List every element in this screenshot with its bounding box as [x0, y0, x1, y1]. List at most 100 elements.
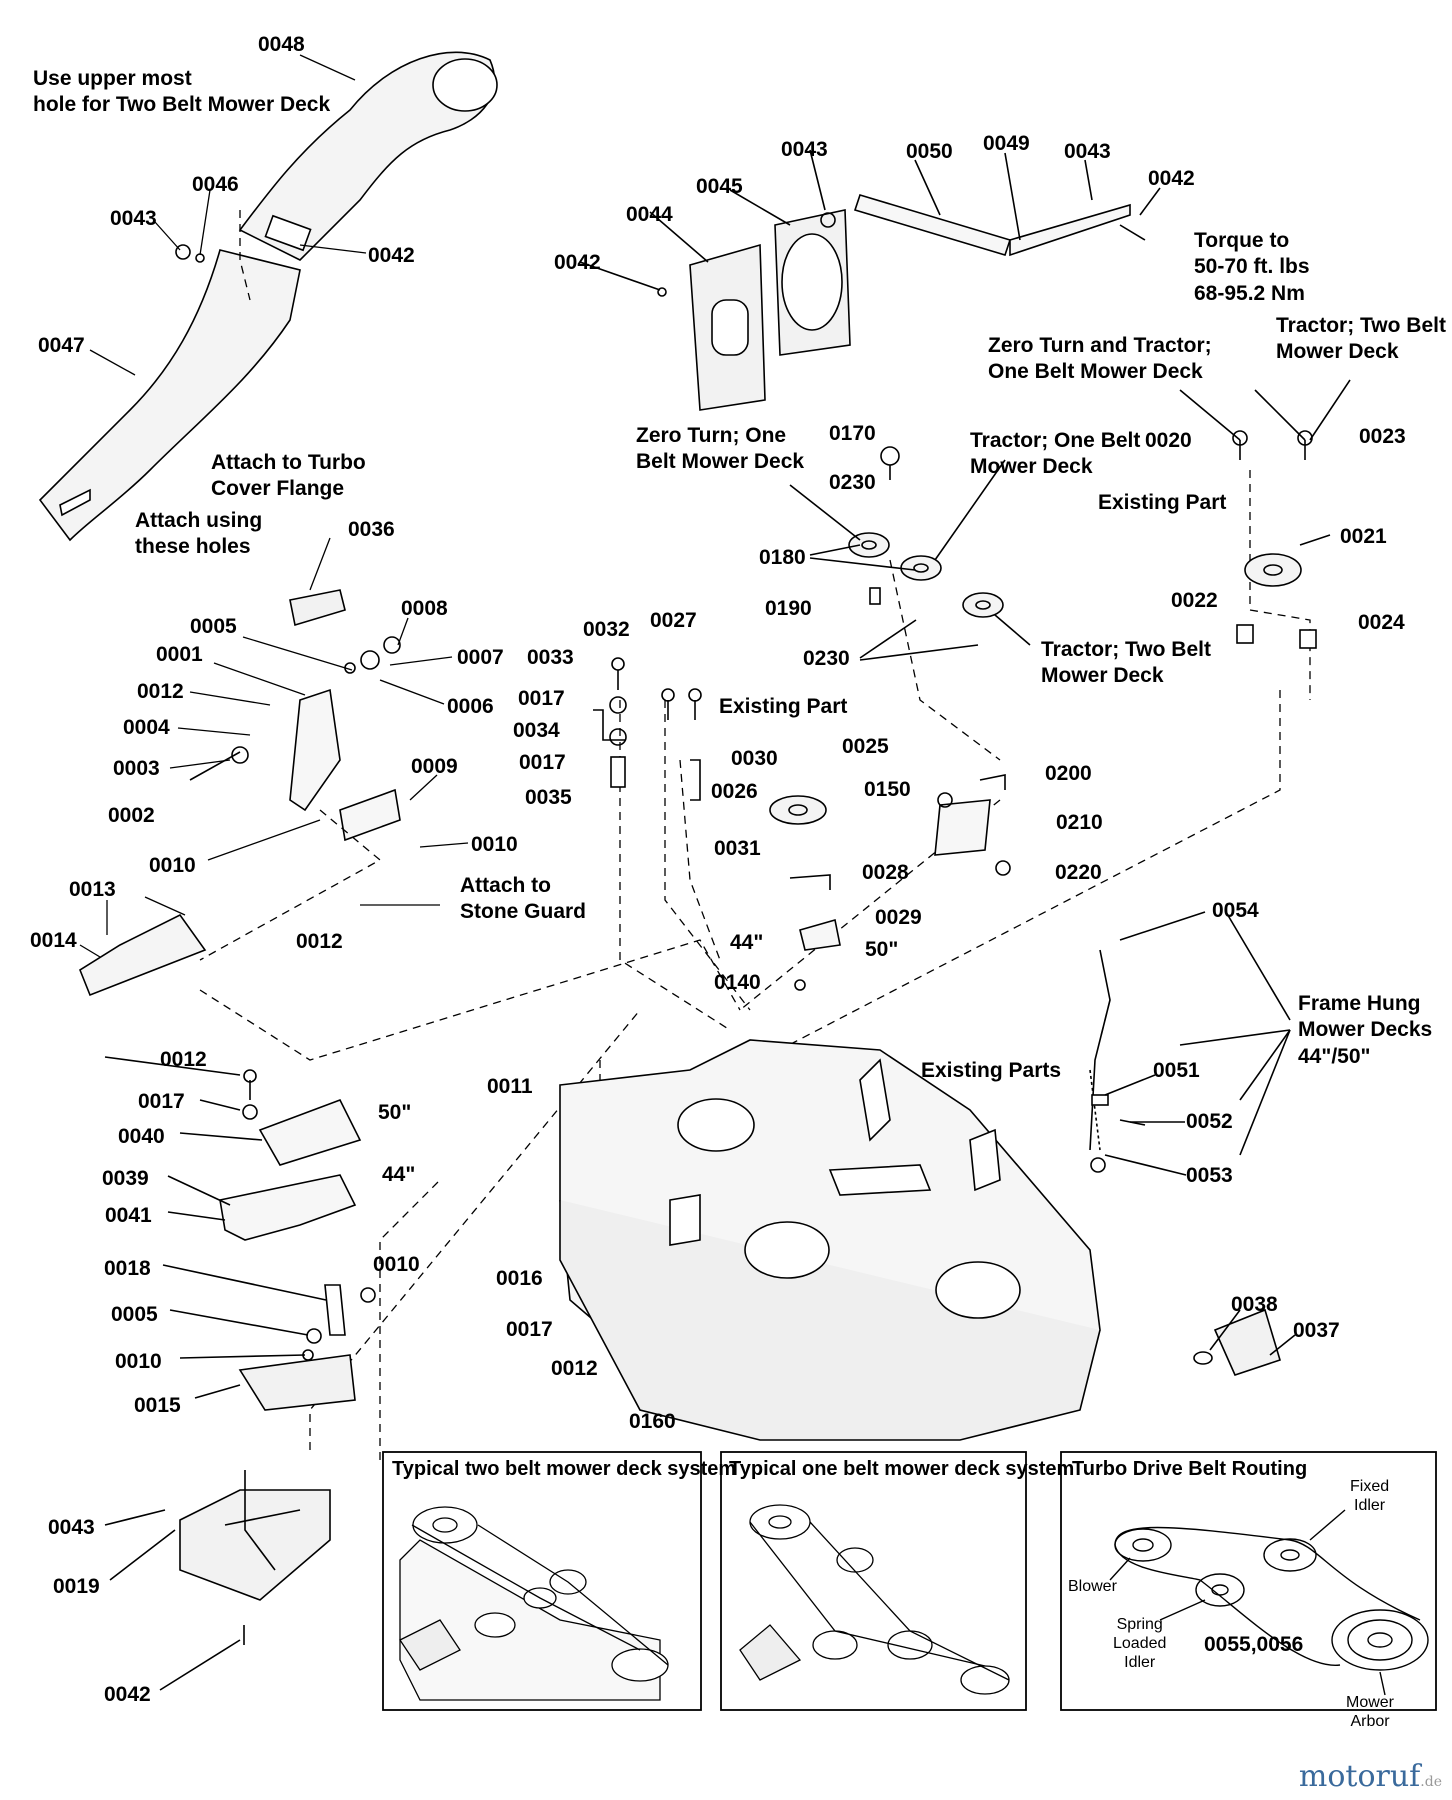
note-label: Existing Part	[719, 695, 848, 718]
part-number-0015: 0015	[134, 1394, 181, 1417]
note-label: Attach to Turbo Cover Flange	[211, 451, 366, 501]
part-number-0009: 0009	[411, 755, 458, 778]
part-number-0043: 0043	[110, 207, 157, 230]
bracket-assembly-left	[79, 589, 401, 997]
watermark-suffix: .de	[1420, 1774, 1442, 1790]
note-label: 44"	[730, 931, 764, 954]
mower-deck	[559, 1039, 1101, 1441]
part-number-0010: 0010	[115, 1350, 162, 1373]
part-number-0190: 0190	[765, 597, 812, 620]
note-label: Torque to 50-70 ft. lbs 68-95.2 Nm	[1194, 229, 1310, 305]
part-number-0160: 0160	[629, 1410, 676, 1433]
part-number-0150: 0150	[864, 778, 911, 801]
two-belt-system-drawing	[399, 1506, 669, 1701]
part-number-0170: 0170	[829, 422, 876, 445]
part-number-0005: 0005	[111, 1303, 158, 1326]
part-number-0016: 0016	[496, 1267, 543, 1290]
part-number-0020: 0020	[1145, 429, 1192, 452]
part-number-0047: 0047	[38, 334, 85, 357]
watermark-text: motoruf	[1298, 1759, 1421, 1794]
part-number-0021: 0021	[1340, 525, 1387, 548]
note-label: Existing Parts	[921, 1059, 1062, 1082]
one-belt-system-drawing	[739, 1504, 1010, 1695]
part-number-0045: 0045	[696, 175, 743, 198]
part-number-0006: 0006	[447, 695, 494, 718]
part-number-0017: 0017	[519, 751, 566, 774]
long-bar	[853, 152, 1161, 257]
turbo-chute	[38, 51, 498, 542]
note-label: Attach to Stone Guard	[460, 874, 587, 924]
part-number-0051: 0051	[1153, 1059, 1200, 1082]
part-number-0017: 0017	[518, 687, 565, 710]
note-label: Tractor; Two Belt Mower Deck	[1276, 314, 1446, 364]
lower-left-parts	[104, 1056, 376, 1691]
part-number-0002: 0002	[108, 804, 155, 827]
center-hardware	[593, 657, 1011, 991]
part-number-0040: 0040	[118, 1125, 165, 1148]
part-number-0053: 0053	[1186, 1164, 1233, 1187]
part-number-0010: 0010	[373, 1253, 420, 1276]
part-number-0019: 0019	[53, 1575, 100, 1598]
turbo-belt-routing-drawing	[1109, 1509, 1429, 1696]
turbo-routing-title: Turbo Drive Belt Routing	[1072, 1458, 1308, 1480]
part-number-0230: 0230	[829, 471, 876, 494]
part-number-0180: 0180	[759, 546, 806, 569]
part-number-0032: 0032	[583, 618, 630, 641]
part-number-0028: 0028	[862, 861, 909, 884]
part-number-0017: 0017	[138, 1090, 185, 1113]
part-number-0010: 0010	[471, 833, 518, 856]
note-label: 50"	[378, 1101, 412, 1124]
part-number-0043: 0043	[1064, 140, 1111, 163]
part-number-0037: 0037	[1293, 1319, 1340, 1342]
part-number-0042: 0042	[1148, 167, 1195, 190]
part-number-0024: 0024	[1358, 611, 1405, 634]
part-number-0012: 0012	[551, 1357, 598, 1380]
note-label: Tractor; One Belt Mower Deck	[970, 429, 1141, 479]
routing-label: 0055,0056	[1204, 1633, 1304, 1656]
part-number-0025: 0025	[842, 735, 889, 758]
note-label: 44"	[382, 1163, 416, 1186]
part-number-0140: 0140	[714, 971, 761, 994]
part-number-0043: 0043	[781, 138, 828, 161]
part-number-0035: 0035	[525, 786, 572, 809]
part-number-0010: 0010	[149, 854, 196, 877]
part-number-0044: 0044	[626, 203, 673, 226]
note-label: Use upper most hole for Two Belt Mower D…	[33, 67, 331, 117]
note-label: Tractor; Two Belt Mower Deck	[1041, 638, 1211, 688]
part-number-0022: 0022	[1171, 589, 1218, 612]
part-number-0033: 0033	[527, 646, 574, 669]
part-number-0210: 0210	[1056, 811, 1103, 834]
part-number-0052: 0052	[1186, 1110, 1233, 1133]
part-number-0001: 0001	[156, 643, 203, 666]
part-number-0200: 0200	[1045, 762, 1092, 785]
part-number-0230: 0230	[803, 647, 850, 670]
routing-label: Spring Loaded Idler	[1113, 1616, 1167, 1672]
part-number-0004: 0004	[123, 716, 170, 739]
part-number-0042: 0042	[554, 251, 601, 274]
note-label: Zero Turn; One Belt Mower Deck	[636, 424, 805, 474]
note-label: Zero Turn and Tractor; One Belt Mower De…	[988, 334, 1212, 384]
part-number-0038: 0038	[1231, 1293, 1278, 1316]
part-number-0220: 0220	[1055, 861, 1102, 884]
note-label: Attach using these holes	[135, 509, 263, 559]
part-number-0046: 0046	[192, 173, 239, 196]
inset-frames	[382, 1451, 1437, 1711]
one-belt-system-title: Typical one belt mower deck system	[729, 1458, 1075, 1480]
part-number-0023: 0023	[1359, 425, 1406, 448]
part-number-0027: 0027	[650, 609, 697, 632]
part-number-0029: 0029	[875, 906, 922, 929]
part-number-0050: 0050	[906, 140, 953, 163]
right-lower-parts	[1089, 911, 1296, 1376]
part-number-0007: 0007	[457, 646, 504, 669]
part-number-0048: 0048	[258, 33, 305, 56]
part-number-0018: 0018	[104, 1257, 151, 1280]
part-number-0041: 0041	[105, 1204, 152, 1227]
part-number-0026: 0026	[711, 780, 758, 803]
part-number-0011: 0011	[487, 1075, 533, 1098]
routing-label: Mower Arbor	[1346, 1694, 1395, 1731]
two-belt-system-title: Typical two belt mower deck system	[392, 1458, 737, 1480]
part-number-0049: 0049	[983, 132, 1030, 155]
part-number-0012: 0012	[160, 1048, 207, 1071]
cover-plates	[579, 149, 851, 411]
